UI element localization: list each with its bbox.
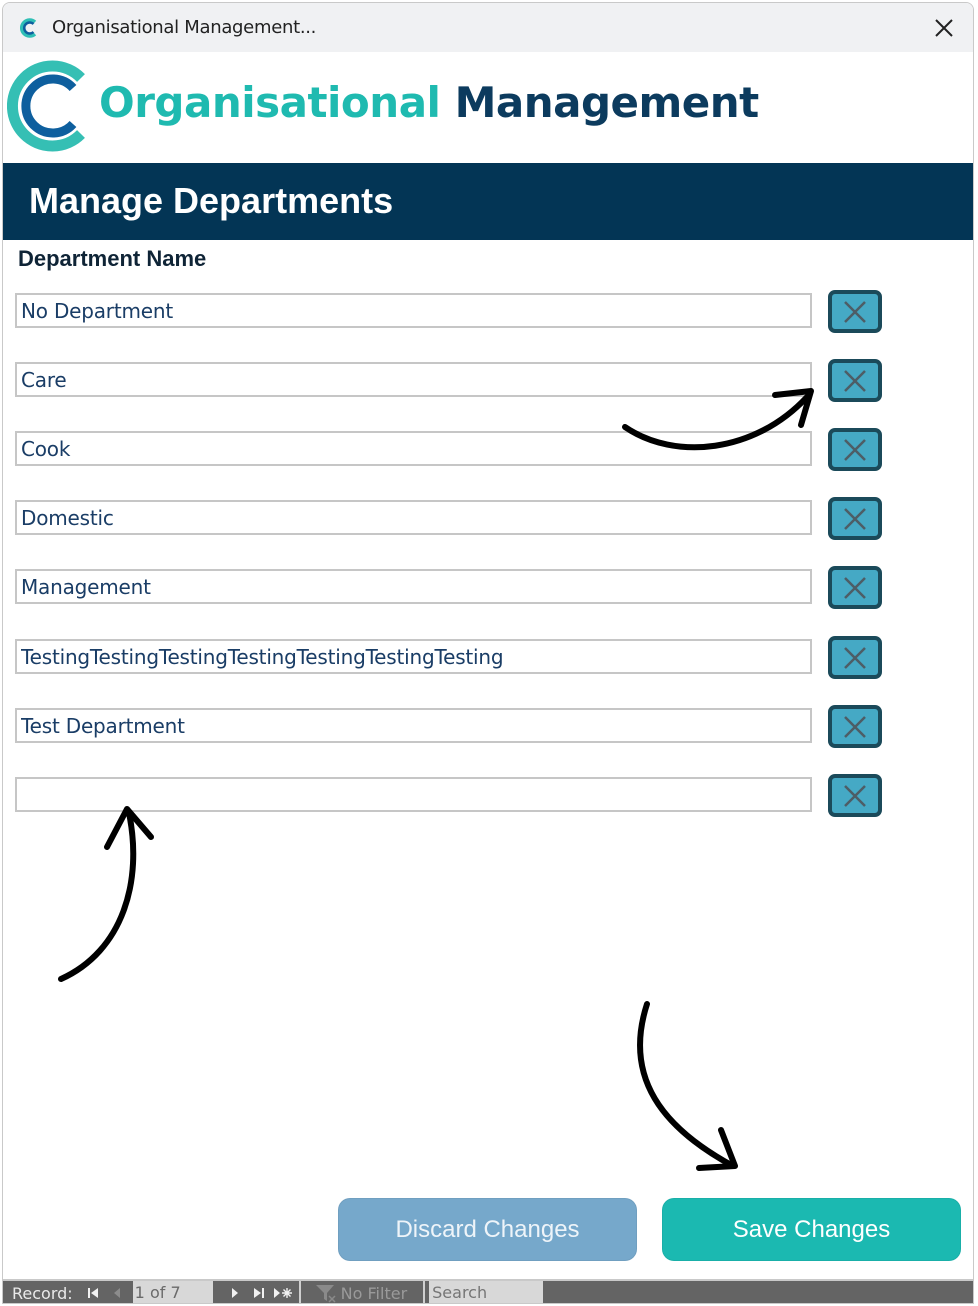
x-icon [844, 784, 866, 807]
department-name-input[interactable] [15, 362, 812, 397]
previous-record-button[interactable] [105, 1282, 129, 1303]
new-department-row [15, 774, 895, 827]
x-icon [844, 576, 866, 599]
new-department-input[interactable] [15, 777, 812, 812]
department-name-input[interactable] [15, 639, 812, 674]
department-name-label: Department Name [18, 246, 207, 271]
previous-record-icon [113, 1288, 120, 1298]
department-name-input[interactable] [15, 708, 812, 743]
new-record-icon [273, 1288, 292, 1298]
save-changes-button[interactable]: Save Changes [662, 1198, 961, 1261]
department-row [15, 636, 895, 689]
close-window-button[interactable] [929, 13, 959, 43]
x-icon [844, 646, 866, 669]
department-row [15, 290, 895, 343]
department-row [15, 359, 895, 412]
delete-department-button[interactable] [828, 428, 882, 471]
page-header: Manage Departments [3, 163, 973, 240]
x-icon [844, 438, 866, 461]
logo-text: Organisational Management [99, 78, 759, 127]
next-record-icon [231, 1288, 238, 1298]
new-record-button[interactable] [271, 1282, 295, 1303]
record-navigation-bar: Record: 1 of 7 No Filter [3, 1279, 973, 1303]
last-record-button[interactable] [247, 1282, 271, 1303]
department-name-input[interactable] [15, 431, 812, 466]
department-row [15, 705, 895, 758]
logo-banner: Organisational Management [3, 52, 973, 163]
filter-funnel-icon [315, 1285, 336, 1303]
department-row [15, 497, 895, 550]
department-row [15, 566, 895, 619]
annotation-arrow-to-save [637, 1001, 738, 1171]
company-logo-icon [7, 60, 85, 152]
delete-department-button[interactable] [828, 566, 882, 609]
delete-department-button[interactable] [828, 636, 882, 679]
next-record-button[interactable] [223, 1282, 247, 1303]
logo-word-organisational: Organisational [99, 78, 441, 127]
annotation-arrow-to-new-row [58, 806, 154, 982]
record-counter[interactable]: 1 of 7 [132, 1281, 213, 1303]
first-record-icon [87, 1288, 98, 1298]
page-title: Manage Departments [29, 180, 394, 221]
department-name-input[interactable] [15, 500, 812, 535]
first-record-button[interactable] [81, 1282, 105, 1303]
title-bar: Organisational Management... [3, 3, 973, 52]
close-icon [935, 19, 953, 37]
x-icon [844, 507, 866, 530]
delete-department-button[interactable] [828, 359, 882, 402]
nav-separator [423, 1281, 426, 1303]
filter-label: No Filter [340, 1283, 408, 1303]
department-row [15, 428, 895, 481]
x-icon [844, 300, 866, 323]
logo-word-management: Management [454, 78, 760, 127]
nav-separator [298, 1281, 301, 1303]
department-name-input[interactable] [15, 569, 812, 604]
record-search-input[interactable] [429, 1281, 544, 1303]
delete-department-button[interactable] [828, 705, 882, 748]
delete-department-button[interactable] [828, 497, 882, 540]
x-icon [844, 715, 866, 738]
last-record-icon [253, 1288, 264, 1298]
window-title: Organisational Management... [52, 17, 317, 38]
department-name-input[interactable] [15, 293, 812, 328]
discard-changes-button[interactable]: Discard Changes [338, 1198, 637, 1261]
x-icon [844, 369, 866, 392]
record-label: Record: [12, 1283, 73, 1303]
filter-toggle[interactable]: No Filter [315, 1283, 407, 1303]
c-logo-icon [20, 17, 38, 38]
delete-department-button[interactable] [828, 774, 882, 817]
delete-department-button[interactable] [828, 290, 882, 333]
